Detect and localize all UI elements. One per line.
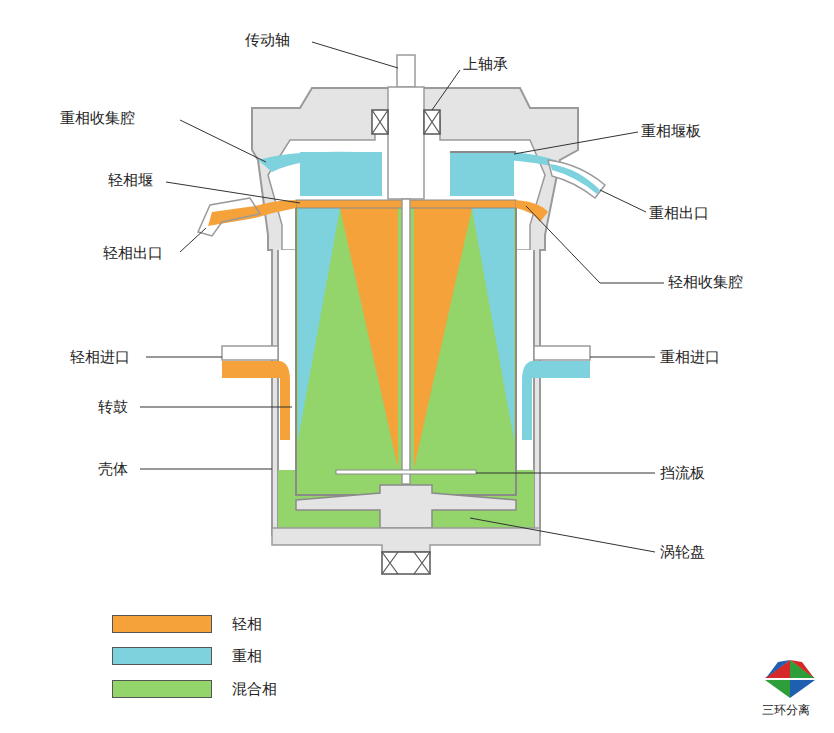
part-label: 上轴承 xyxy=(463,55,508,73)
turbine-disk xyxy=(296,485,516,528)
part-label: 轻相出口 xyxy=(103,244,163,262)
light-stream xyxy=(516,200,548,222)
part-label: 挡流板 xyxy=(660,464,705,482)
leader-lines xyxy=(140,42,664,552)
shaft-top xyxy=(397,55,415,87)
legend-swatch xyxy=(112,647,212,665)
bearing xyxy=(372,110,388,134)
heavy-outlet-stream xyxy=(550,164,600,194)
base xyxy=(272,528,540,552)
part-label: 重相堰板 xyxy=(641,122,701,140)
heavy-collect xyxy=(456,151,560,168)
shaft xyxy=(402,199,410,484)
heavy-inlet-stream xyxy=(522,361,590,440)
part-label: 壳体 xyxy=(98,460,128,478)
lower-bearing xyxy=(382,552,430,574)
light-inlet-pipe xyxy=(222,346,278,360)
heavy-collect xyxy=(258,152,360,172)
part-label: 轻相收集腔 xyxy=(668,273,743,291)
light-zone xyxy=(340,208,398,468)
heavy-zone xyxy=(298,208,340,440)
lower-bearing xyxy=(382,552,430,574)
legend-text: 重相 xyxy=(232,647,262,665)
heavy-outlet-pipe xyxy=(548,160,605,198)
part-label: 重相收集腔 xyxy=(60,109,135,127)
housing xyxy=(252,88,578,535)
part-label: 转鼓 xyxy=(98,398,128,416)
heavy-inlet-pipe xyxy=(534,346,590,360)
shaft-block xyxy=(388,87,424,199)
heavy-zone xyxy=(472,208,514,440)
part-label: 轻相进口 xyxy=(70,348,130,366)
part-label: 涡轮盘 xyxy=(660,543,705,561)
part-label: 传动轴 xyxy=(245,31,290,49)
watermark: 三环分离 xyxy=(762,702,810,719)
part-label: 轻相堰 xyxy=(108,171,153,189)
legend-text: 轻相 xyxy=(232,615,262,633)
logo xyxy=(765,660,815,698)
light-outlet-pipe xyxy=(198,198,260,236)
light-zone xyxy=(414,208,472,468)
light-inlet-stream xyxy=(222,361,290,440)
part-label: 重相出口 xyxy=(649,204,709,222)
bearing xyxy=(372,110,388,134)
part-label: 重相进口 xyxy=(660,348,720,366)
bearing xyxy=(424,110,440,134)
legend-swatch xyxy=(112,680,212,698)
legend-text: 混合相 xyxy=(232,680,277,698)
heavy-weir xyxy=(450,151,516,153)
baffle xyxy=(336,470,476,474)
bearing xyxy=(424,110,440,134)
legend-swatch xyxy=(112,615,212,633)
